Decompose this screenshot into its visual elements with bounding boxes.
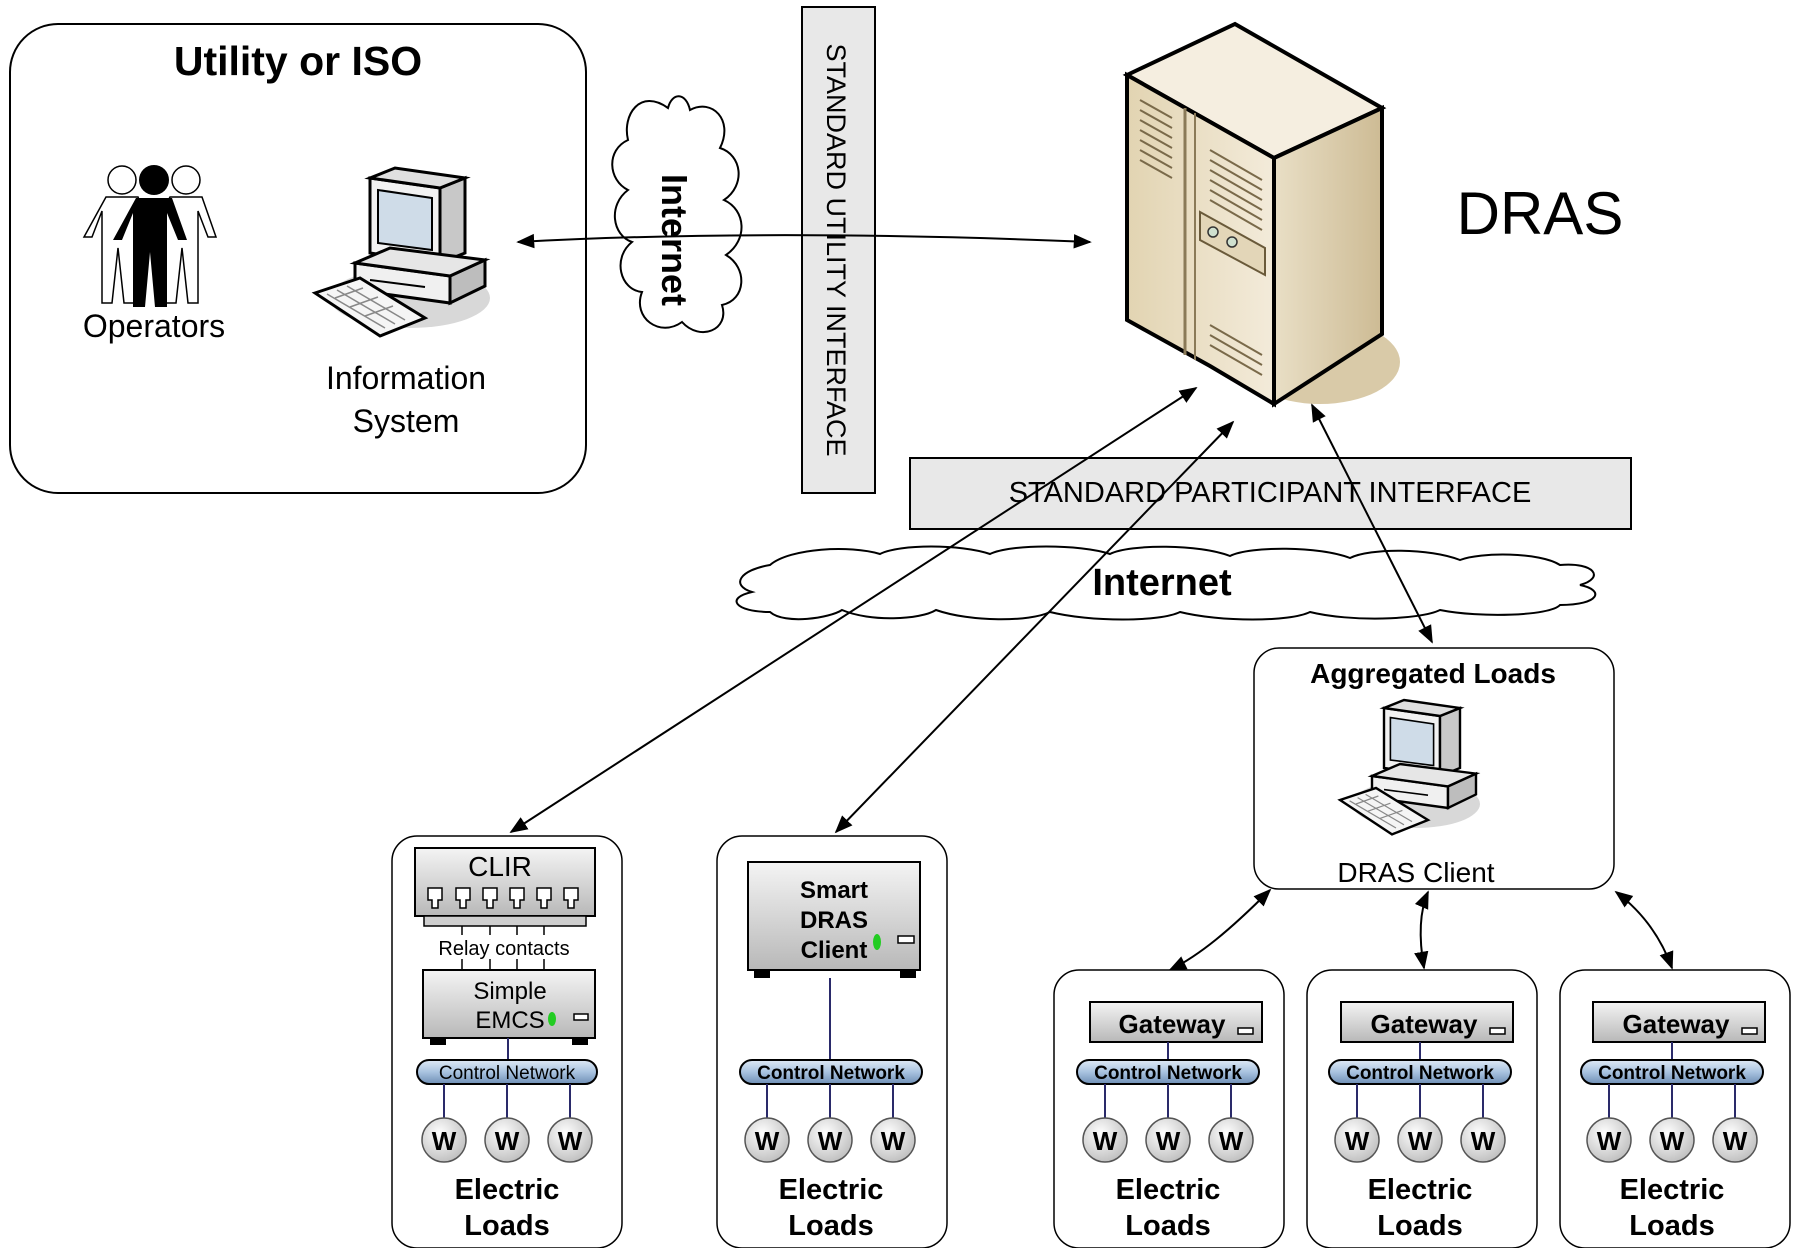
gateway-1-control-network: Control Network W W W Electric Loads <box>1076 1059 1260 1242</box>
dras-label: DRAS <box>1457 180 1624 247</box>
standard-participant-interface-label: STANDARD PARTICIPANT INTERFACE <box>1009 477 1532 509</box>
electric-loads-line2: Loads <box>464 1210 549 1242</box>
electric-loads-line1: Electric <box>1368 1174 1473 1206</box>
meter-label: W <box>818 1126 843 1156</box>
aggregated-gateway-1-arrow <box>1168 888 1272 971</box>
meter-label: W <box>1471 1126 1496 1156</box>
standard-utility-interface-label: STANDARD UTILITY INTERFACE <box>821 43 851 456</box>
internet-center-label: Internet <box>1092 562 1232 604</box>
gateway-device-1 <box>1089 1001 1263 1043</box>
meter-label: W <box>558 1126 583 1156</box>
operators-icon <box>82 165 218 307</box>
meter-icon: W <box>484 1117 530 1163</box>
control-network-label-3: Control Network <box>1094 1063 1242 1084</box>
electric-loads-line2: Loads <box>1629 1210 1714 1242</box>
smart-dras-client-device <box>747 861 921 971</box>
electric-loads-line1: Electric <box>1116 1174 1221 1206</box>
gateway-device-3 <box>1592 1001 1766 1043</box>
meter-icon: W <box>1208 1117 1254 1163</box>
dras-server-icon <box>1122 21 1400 408</box>
meter-label: W <box>1660 1126 1685 1156</box>
internet-cloud-horizontal: Internet <box>735 545 1597 621</box>
gateway-3-control-network: Control Network W W W Electric Loads <box>1580 1059 1764 1242</box>
meter-label: W <box>432 1126 457 1156</box>
simple-emcs-line1: Simple <box>473 978 546 1005</box>
electric-loads-line1: Electric <box>779 1174 884 1206</box>
electric-loads-line2: Loads <box>1125 1210 1210 1242</box>
smart-client-control-network: Control Network W W W Electric Loads <box>739 1059 923 1242</box>
info-system-label-line1: Information <box>326 360 486 396</box>
aggregated-loads-panel: Aggregated Loads DRAS Client <box>1253 647 1615 890</box>
internet-cloud-vertical: Internet <box>611 95 743 333</box>
smart-client-led-icon <box>873 934 881 950</box>
meter-icon: W <box>1460 1117 1506 1163</box>
clir-relay-ports <box>427 887 579 909</box>
electric-loads-line2: Loads <box>788 1210 873 1242</box>
meter-label: W <box>881 1126 906 1156</box>
gateway-panel-2: Gateway <box>1306 969 1538 1248</box>
aggregated-gateway-3-arrow <box>1614 890 1674 970</box>
meter-icon: W <box>1586 1117 1632 1163</box>
meter-icon: W <box>1334 1117 1380 1163</box>
electric-loads-line1: Electric <box>1620 1174 1725 1206</box>
meter-label: W <box>1219 1126 1244 1156</box>
gateway-label-1: Gateway <box>1119 1009 1226 1039</box>
emcs-led-icon <box>548 1012 556 1026</box>
meter-icon: W <box>547 1117 593 1163</box>
utility-dras-connection-arrow <box>516 233 1092 249</box>
meter-label: W <box>1093 1126 1118 1156</box>
dras-client-label: DRAS Client <box>1337 857 1494 888</box>
gateway-2-control-network: Control Network W W W Electric Loads <box>1328 1059 1512 1242</box>
meter-icon: W <box>1712 1117 1758 1163</box>
control-network-label-2: Control Network <box>757 1063 905 1084</box>
meter-icon: W <box>1082 1117 1128 1163</box>
dras-aggregated-arrow <box>1311 403 1433 644</box>
standard-utility-interface-box: STANDARD UTILITY INTERFACE <box>801 6 876 494</box>
relay-contacts-label: Relay contacts <box>438 938 569 960</box>
clir-device <box>414 847 596 917</box>
aggregated-gateway-arrows <box>1168 888 1674 971</box>
meter-icon: W <box>1145 1117 1191 1163</box>
meter-icon: W <box>807 1117 853 1163</box>
control-network-label-4: Control Network <box>1346 1063 1494 1084</box>
clir-control-network: Control Network W W W Electric Loads <box>416 1059 598 1242</box>
aggregated-loads-title: Aggregated Loads <box>1310 658 1556 689</box>
smart-client-line3: Client <box>801 937 868 964</box>
meter-label: W <box>1345 1126 1370 1156</box>
meter-label: W <box>1597 1126 1622 1156</box>
meter-icon: W <box>744 1117 790 1163</box>
gateway-panel-3: Gateway <box>1559 969 1791 1248</box>
utility-title: Utility or ISO <box>174 38 422 84</box>
meter-label: W <box>755 1126 780 1156</box>
utility-panel: Utility or ISO Operators Information Sys… <box>9 23 587 494</box>
electric-loads-line1: Electric <box>455 1174 560 1206</box>
clir-title: CLIR <box>468 851 532 882</box>
participant-connection-arrows <box>509 387 1433 834</box>
dras-smart-client-arrow <box>834 420 1235 834</box>
gateway-label-3: Gateway <box>1623 1009 1730 1039</box>
electric-loads-line2: Loads <box>1377 1210 1462 1242</box>
meter-icon: W <box>1397 1117 1443 1163</box>
smart-client-line1: Smart <box>800 877 868 904</box>
internet-left-label: Internet <box>654 174 695 306</box>
gateway-label-2: Gateway <box>1371 1009 1478 1039</box>
meter-icon: W <box>421 1117 467 1163</box>
info-system-label-line2: System <box>353 403 460 439</box>
meter-label: W <box>1408 1126 1433 1156</box>
meter-label: W <box>495 1126 520 1156</box>
aggregated-gateway-2-arrow <box>1414 890 1429 970</box>
simple-emcs-line2: EMCS <box>475 1007 544 1034</box>
control-network-label-5: Control Network <box>1598 1063 1746 1084</box>
gateway-device-2 <box>1340 1001 1514 1043</box>
meter-icon: W <box>870 1117 916 1163</box>
meter-label: W <box>1723 1126 1748 1156</box>
operators-label: Operators <box>83 308 225 344</box>
smart-client-line2: DRAS <box>800 907 868 934</box>
control-network-label-1: Control Network <box>439 1063 576 1084</box>
meter-icon: W <box>1649 1117 1695 1163</box>
standard-participant-interface-box: STANDARD PARTICIPANT INTERFACE <box>909 457 1632 530</box>
meter-label: W <box>1156 1126 1181 1156</box>
